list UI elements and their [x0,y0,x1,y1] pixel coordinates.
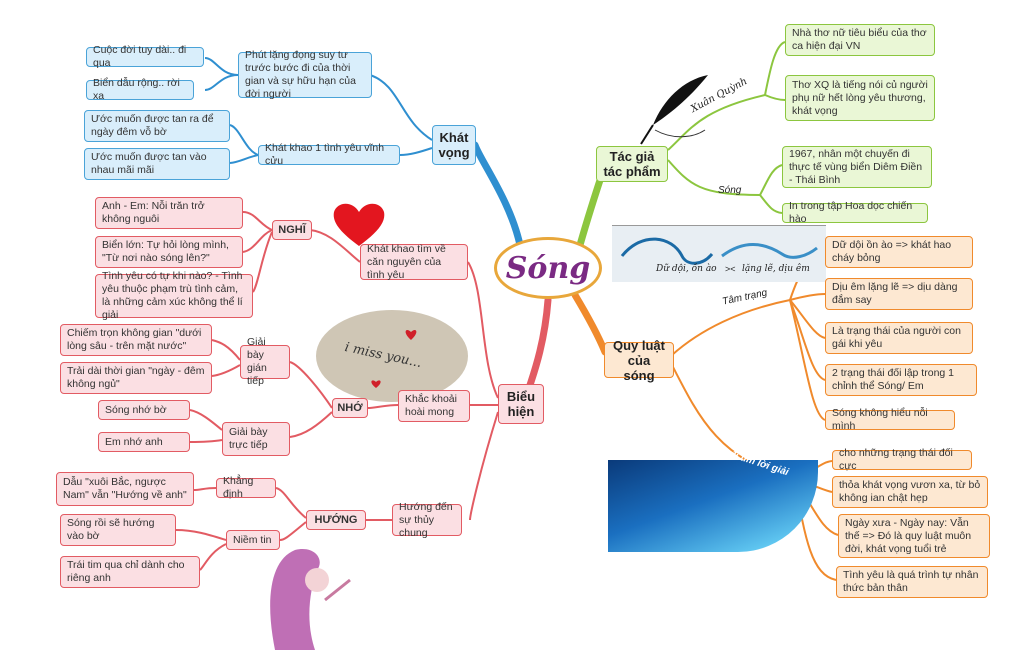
heart-icon [333,203,385,246]
node-song-nho-bo[interactable]: Sóng nhớ bờ [98,400,190,420]
node-chiem-tron[interactable]: Chiếm trọn không gian "dưới lòng sâu - t… [60,324,212,356]
node-song-khong-hieu[interactable]: Sóng không hiểu nỗi mình [825,407,955,432]
topic-bieu-hien[interactable]: Biểu hiện [498,384,544,424]
wave-caption-right: lặng lẽ, dịu êm [742,264,810,274]
node-tinh-yeu-co-tu[interactable]: Tình yêu có tự khi nào? - Tình yêu thuộc… [95,270,253,321]
topic-khat-vong[interactable]: Khát vọng [432,125,476,165]
small-hearts [371,329,417,388]
node-trang-thai-con-gai[interactable]: Là trạng thái của người con gái khi yêu [825,322,973,354]
node-dau-xuoi-bac[interactable]: Dẫu "xuôi Bắc, ngược Nam" vẫn "Hướng về … [56,472,194,506]
wave-caption-mid: >< [725,264,736,274]
node-bien-lon[interactable]: Biển lớn: Tự hỏi lòng mình, "Từ nơi nào … [95,236,243,268]
node-huong-den[interactable]: Hướng đến sự thủy chung [392,501,462,539]
node-truc-tiep[interactable]: Giải bày trực tiếp [222,422,290,456]
ocean-wave-image [608,460,818,552]
topic-quy-luat-cua-song[interactable]: Quy luật của sóng [604,338,674,383]
node-trai-tim[interactable]: Trái tim qua chỉ dành cho riêng anh [60,556,200,588]
branch-quy-luat [571,291,609,356]
green-connectors [667,41,786,214]
node-nghi[interactable]: NGHĨ [272,220,312,240]
label-song: Sóng [718,185,742,196]
central-topic[interactable]: Sóng [494,237,602,299]
node-tho-xq[interactable]: Thơ XQ là tiếng nói củ người phụ nữ hết … [785,75,935,121]
node-uoc-muon-tan-vao[interactable]: Ước muốn được tan vào nhau mãi mãi [84,148,230,180]
node-gian-tiep[interactable]: Giải bày gián tiếp [240,336,290,387]
node-phut-lang-dong[interactable]: Phút lặng đọng suy tư trước bước đi của … [238,49,372,100]
node-huong[interactable]: HƯỚNG [306,510,366,530]
node-uoc-muon-tan-ra[interactable]: Ước muốn được tan ra để ngày đêm vỗ bờ [84,110,230,142]
blue-connectors [204,57,433,164]
node-song-roi-se-huong[interactable]: Sóng rồi sẽ hướng vào bờ [60,514,176,546]
node-bien-dau[interactable]: Biển dẫu rộng.. rời xa [86,77,194,102]
red-connectors [175,211,499,571]
node-cuoc-doi[interactable]: Cuộc đời tuy dài.. đi qua [86,44,204,69]
node-khac-khoai[interactable]: Khắc khoải hoài mong [398,390,470,422]
node-khat-khao-can-nguyen[interactable]: Khát khao tìm về căn nguyên của tình yêu [360,243,468,281]
node-nam-1967[interactable]: 1967, nhân một chuyến đi thực tế vùng bi… [782,146,932,188]
node-nha-tho-nu[interactable]: Nhà thơ nữ tiêu biểu của thơ ca hiện đại… [785,24,935,56]
node-khat-khao-vinh-cuu[interactable]: Khát khao 1 tình yêu vĩnh cửu [258,142,400,167]
girl-illustration [270,549,351,650]
wave-caption-left: Dữ dội, ồn ào [656,264,717,274]
node-diu-em-lang-le[interactable]: Dịu êm lặng lẽ => dịu dàng đắm say [825,278,973,310]
wave-drawing [620,237,818,265]
feather-quill-icon [640,75,708,145]
node-niem-tin[interactable]: Niềm tin [226,530,280,550]
node-em-nho-anh[interactable]: Em nhớ anh [98,432,190,452]
node-in-trong-tap[interactable]: In trong tập Hoa dọc chiến hào [782,200,928,225]
wave-contrast-image: Dữ dội, ồn ào >< lặng lẽ, dịu êm [612,225,826,282]
node-hai-trang-thai[interactable]: 2 trạng thái đối lập trong 1 chỉnh thể S… [825,364,977,396]
node-anh-em[interactable]: Anh - Em: Nỗi trăn trở không nguôi [95,197,243,229]
node-tinh-yeu-nhan-thuc[interactable]: Tình yêu là quá trình tự nhân thức bản t… [836,566,988,598]
topic-tac-gia-tac-pham[interactable]: Tác giả tác phẩm [596,146,668,182]
node-trang-thai-doi-cuc[interactable]: cho những trạng thái đối cực [832,447,972,472]
branch-khat-vong [471,141,524,249]
branch-bieu-hien [526,296,552,389]
node-trai-dai[interactable]: Trải dài thời gian "ngày - đêm không ngủ… [60,362,212,394]
node-ngay-xua-ngay-nay[interactable]: Ngày xưa - Ngày nay: Vẫn thế => Đó là qu… [838,514,990,558]
miss-you-image: i miss you... [316,310,468,402]
node-nho[interactable]: NHỚ [332,398,368,418]
node-du-doi-on-ao[interactable]: Dữ dội ồn ào => khát hao cháy bỏng [825,236,973,268]
node-thoa-khat-vong[interactable]: thỏa khát vọng vươn xa, từ bỏ không ian … [832,476,988,508]
node-khang-dinh[interactable]: Khẳng định [216,475,276,500]
